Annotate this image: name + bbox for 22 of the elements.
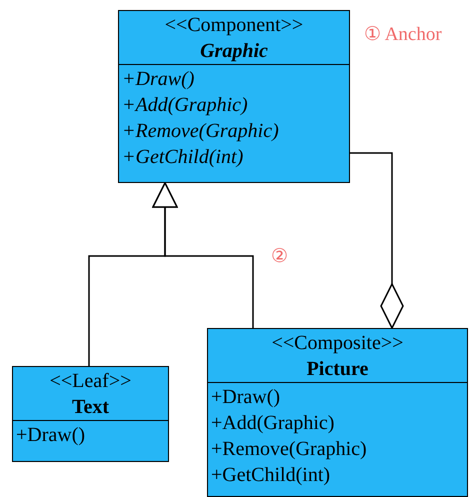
class-name: Picture <box>306 357 370 382</box>
method-name: +Remove(Graphic) <box>211 437 368 462</box>
method-name: +Remove(Graphic) <box>122 119 280 144</box>
class-name: Graphic <box>199 39 269 64</box>
annotation-label: ① Anchor <box>364 23 442 46</box>
stereotype-label: <<Component>> <box>164 13 304 38</box>
method-name: +GetChild(int) <box>122 145 244 170</box>
method-name: +Draw() <box>122 67 196 92</box>
aggregation-line <box>350 152 404 329</box>
class-name: Text <box>70 395 110 420</box>
method-name: +Add(Graphic) <box>211 411 336 436</box>
class-box <box>118 10 350 183</box>
method-name: +GetChild(int) <box>211 463 332 488</box>
method-name: +Add(Graphic) <box>122 93 249 118</box>
class-box <box>207 328 468 497</box>
class-box <box>12 366 169 462</box>
annotation-label: ② <box>271 245 288 268</box>
method-name: +Draw() <box>211 385 282 410</box>
method-name: +Draw() <box>16 423 86 448</box>
inheritance-arrow <box>152 182 254 328</box>
stereotype-label: <<Composite>> <box>270 331 404 356</box>
stereotype-label: <<Leaf>> <box>48 369 132 394</box>
